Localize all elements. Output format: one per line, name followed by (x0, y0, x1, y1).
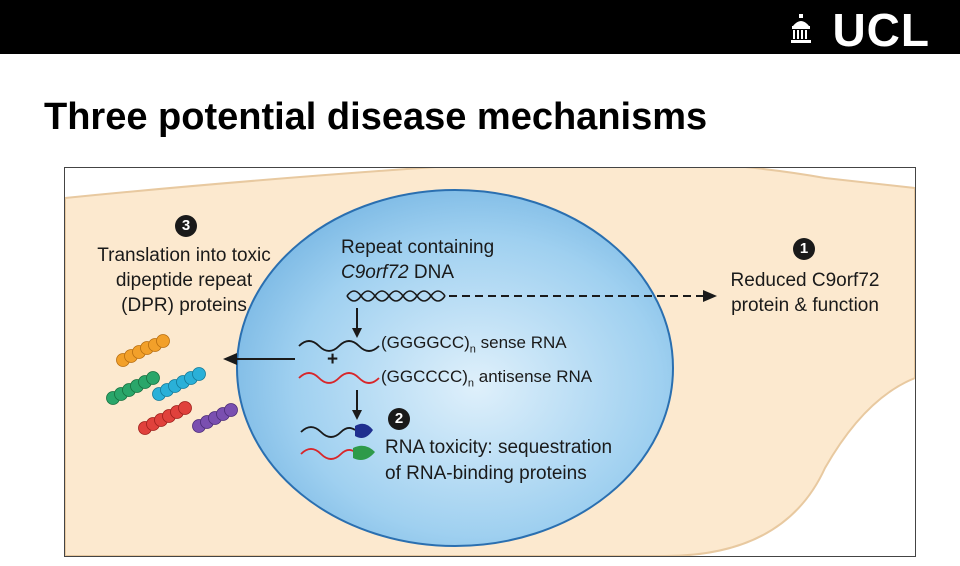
antisense-repeat: (GGCCCC) (381, 367, 468, 386)
mechanism-1-badge: 1 (793, 238, 815, 260)
sense-repeat-n: n (469, 343, 476, 356)
gene-name: C9orf72 (341, 262, 409, 283)
dna-label-line2: C9orf72 DNA (341, 261, 454, 285)
bound-sense-rna-icon (300, 426, 356, 438)
mechanism-2-line1: RNA toxicity: sequestration (385, 437, 613, 458)
mechanism-1-line1: Reduced C9orf72 (730, 270, 880, 291)
bound-antisense-rna-icon (300, 448, 356, 460)
ucl-logo[interactable]: UCL (832, 4, 930, 56)
sense-repeat: (GGGGCC) (381, 333, 470, 352)
sense-label: sense RNA (475, 333, 567, 352)
dna-helix-icon (346, 290, 446, 302)
rna-binding-protein-blue-icon (355, 423, 373, 438)
dpr-protein-red-icon (138, 401, 192, 435)
antisense-repeat-n: n (467, 377, 475, 390)
ucl-portico-icon (791, 14, 811, 43)
mechanism-diagram: 3 Translation into toxic dipeptide repea… (64, 167, 916, 557)
diagram-graphics (65, 168, 915, 556)
antisense-label: antisense RNA (474, 367, 593, 386)
nucleus (236, 189, 674, 547)
antisense-rna-label: (GGCCCC)n antisense RNA (381, 366, 592, 394)
sense-rna-label: (GGGGCC)n sense RNA (381, 332, 567, 360)
antisense-rna-icon (298, 372, 380, 384)
mechanism-2-line2: of RNA-binding proteins (385, 463, 587, 484)
dpr-protein-green-icon (106, 371, 160, 405)
dpr-protein-cyan-icon (152, 367, 206, 401)
mechanism-3-line2: dipeptide repeat (115, 270, 253, 291)
dna-label-line1: Repeat containing (341, 237, 495, 258)
mechanism-2-badge: 2 (388, 408, 410, 430)
top-bar: UCL (0, 0, 960, 54)
rna-binding-protein-green-icon (353, 445, 375, 460)
slide-title: Three potential disease mechanisms (44, 96, 708, 138)
dpr-protein-orange-icon (116, 334, 170, 367)
dpr-protein-purple-icon (192, 403, 238, 433)
plus-sign: + (327, 349, 339, 370)
sense-rna-icon (298, 340, 380, 352)
mechanism-3-line3: (DPR) proteins (121, 295, 247, 316)
mechanism-1-line2: protein & function (731, 295, 879, 316)
dna-suffix: DNA (408, 262, 455, 283)
mechanism-3-line1: Translation into toxic (97, 245, 271, 266)
mechanism-3-badge: 3 (175, 215, 197, 237)
